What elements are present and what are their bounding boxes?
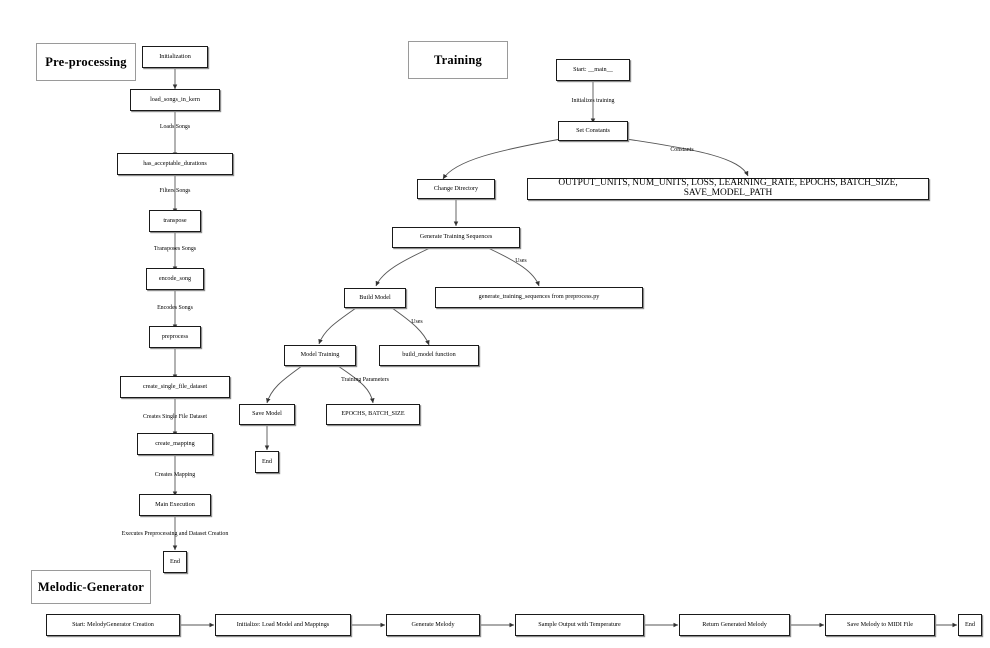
node-epochs-batch-size-label: EPOCHS, BATCH_SIZE: [341, 410, 405, 418]
node-set-constants[interactable]: Set Constants: [558, 121, 628, 141]
node-transpose[interactable]: transpose: [149, 210, 201, 232]
node-sample-output-with-temperature[interactable]: Sample Output with Temperature: [515, 614, 644, 636]
node-initialization[interactable]: Initialization: [142, 46, 208, 68]
node-encode-song-label: encode_song: [158, 274, 192, 282]
node-epochs-batch-size[interactable]: EPOCHS, BATCH_SIZE: [326, 404, 420, 425]
edge-label-transposes-songs: Transposes Songs: [153, 246, 197, 252]
node-training-end-label: End: [262, 457, 272, 465]
edge-label-encodes-songs: Encodes Songs: [157, 305, 193, 311]
edge-label-initializes-training: Initializes training: [571, 98, 615, 104]
node-constants-list-label: OUTPUT_UNITS, NUM_UNITS, LOSS, LEARNING_…: [558, 178, 898, 198]
node-melodic-generator-end[interactable]: End: [958, 614, 982, 636]
node-generate-training-sequences[interactable]: Generate Training Sequences: [392, 227, 520, 248]
node-build-model-function-label: build_model function: [402, 351, 456, 359]
node-encode-song[interactable]: encode_song: [146, 268, 204, 290]
node-start-main-label: Start: __main__: [573, 65, 613, 73]
node-constants-list[interactable]: OUTPUT_UNITS, NUM_UNITS, LOSS, LEARNING_…: [527, 178, 929, 200]
node-model-training[interactable]: Model Training: [284, 345, 356, 366]
training-title-label: Training: [434, 52, 482, 67]
edge-label-loads-songs: Loads Songs: [159, 124, 191, 130]
node-save-melody-to-midi-file-label: Save Melody to MIDI File: [847, 620, 913, 628]
node-change-directory[interactable]: Change Directory: [417, 179, 495, 199]
edge-label-filters-songs: Filters Songs: [159, 188, 191, 194]
edge-label-training-parameters: Training Parameters: [341, 377, 389, 383]
node-save-model-label: Save Model: [252, 410, 282, 418]
node-start-melodygenerator-creation-label: Start: MelodyGenerator Creation: [72, 620, 154, 628]
node-generate-melody[interactable]: Generate Melody: [386, 614, 480, 636]
preprocessing-title-label: Pre-processing: [45, 54, 127, 69]
node-generate-training-sequences-src[interactable]: generate_training_sequences from preproc…: [435, 287, 643, 308]
edge-label-creates-mapping: Creates Mapping: [154, 472, 196, 478]
edge-label-uses-build-model: Uses: [411, 319, 423, 325]
node-has-acceptable-durations[interactable]: has_acceptable_durations: [117, 153, 233, 175]
node-preprocessing-end[interactable]: End: [163, 551, 187, 573]
node-main-execution[interactable]: Main Execution: [139, 494, 211, 516]
node-create-single-file-dataset-label: create_single_file_dataset: [142, 382, 208, 390]
node-build-model-label: Build Model: [359, 293, 391, 301]
node-initialization-label: Initialization: [159, 52, 191, 60]
node-set-constants-label: Set Constants: [576, 126, 610, 134]
node-build-model-function[interactable]: build_model function: [379, 345, 479, 366]
node-create-single-file-dataset[interactable]: create_single_file_dataset: [120, 376, 230, 398]
node-generate-training-sequences-src-label: generate_training_sequences from preproc…: [478, 293, 600, 301]
edge-label-constants: Constants: [670, 147, 694, 153]
node-preprocess-label: preprocess: [161, 332, 189, 340]
node-build-model[interactable]: Build Model: [344, 288, 406, 308]
node-load-songs-in-kern[interactable]: load_songs_in_kern: [130, 89, 220, 111]
edge-label-uses-sequences: Uses: [515, 258, 527, 264]
node-return-generated-melody[interactable]: Return Generated Melody: [679, 614, 790, 636]
node-initialize-load-model-and-mappings-label: Initialize: Load Model and Mappings: [236, 620, 330, 628]
node-initialize-load-model-and-mappings[interactable]: Initialize: Load Model and Mappings: [215, 614, 351, 636]
node-sample-output-with-temperature-label: Sample Output with Temperature: [538, 620, 621, 628]
node-training-end[interactable]: End: [255, 451, 279, 473]
node-change-directory-label: Change Directory: [433, 184, 479, 192]
node-load-songs-in-kern-label: load_songs_in_kern: [150, 95, 200, 103]
node-preprocessing-end-label: End: [170, 557, 180, 565]
node-create-mapping[interactable]: create_mapping: [137, 433, 213, 455]
melodic-generator-title-label: Melodic-Generator: [37, 579, 145, 594]
node-transpose-label: transpose: [163, 216, 187, 224]
preprocessing-title: Pre-processing: [36, 43, 136, 81]
edge-label-executes-preprocessing: Executes Preprocessing and Dataset Creat…: [121, 531, 229, 537]
node-return-generated-melody-label: Return Generated Melody: [702, 620, 767, 628]
node-melodic-generator-end-label: End: [965, 620, 975, 628]
node-save-melody-to-midi-file[interactable]: Save Melody to MIDI File: [825, 614, 935, 636]
node-generate-melody-label: Generate Melody: [411, 620, 455, 628]
node-create-mapping-label: create_mapping: [155, 439, 195, 447]
training-title: Training: [408, 41, 508, 79]
node-start-melodygenerator-creation[interactable]: Start: MelodyGenerator Creation: [46, 614, 180, 636]
node-model-training-label: Model Training: [300, 351, 340, 359]
edge-label-creates-single-file-dataset: Creates Single File Dataset: [143, 414, 207, 420]
node-preprocess[interactable]: preprocess: [149, 326, 201, 348]
melodic-generator-title: Melodic-Generator: [31, 570, 151, 604]
node-main-execution-label: Main Execution: [155, 500, 195, 508]
node-generate-training-sequences-label: Generate Training Sequences: [419, 233, 493, 241]
node-start-main[interactable]: Start: __main__: [556, 59, 630, 81]
node-save-model[interactable]: Save Model: [239, 404, 295, 425]
node-has-acceptable-durations-label: has_acceptable_durations: [143, 159, 207, 167]
